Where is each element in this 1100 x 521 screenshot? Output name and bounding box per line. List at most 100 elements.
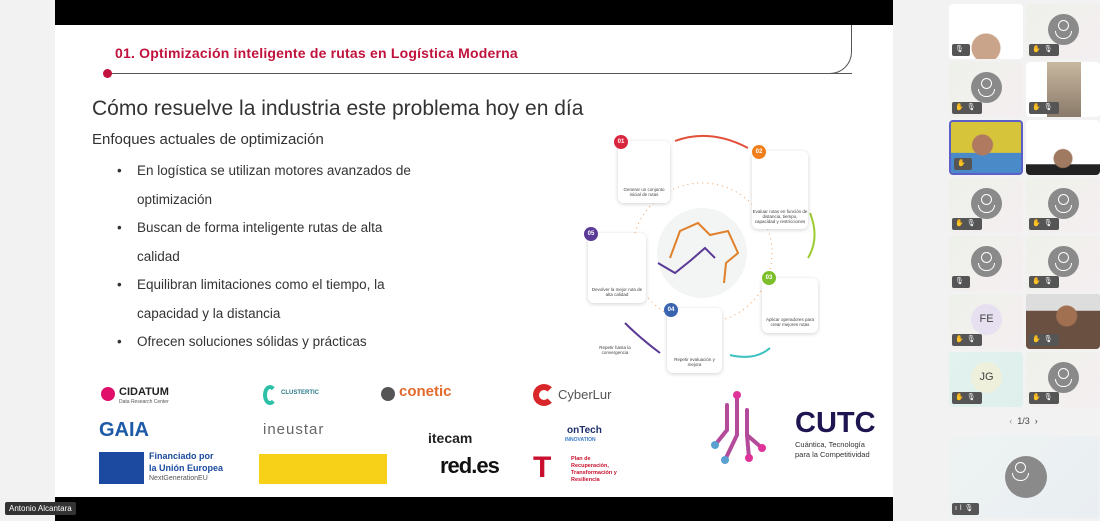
avatar-icon bbox=[1048, 362, 1079, 393]
header-curve bbox=[825, 25, 852, 74]
participant-tile[interactable]: ✋🎙 bbox=[1026, 352, 1100, 407]
bullet-list: En logística se utilizan motores avanzad… bbox=[117, 157, 427, 357]
participant-tile[interactable]: JG✋🎙 bbox=[949, 352, 1023, 407]
mic-off-icon: ✋🎙 bbox=[952, 218, 982, 230]
step-badge: 01 bbox=[614, 135, 628, 149]
step-label: Evaluar rutas en función de distancia, t… bbox=[752, 209, 808, 224]
step-label: Repetir evaluación y mejora bbox=[674, 357, 715, 367]
clustertic-logo: CLUSTERTIC bbox=[281, 390, 319, 396]
diagram-arrows bbox=[624, 134, 816, 358]
prtr-logo: Plan de Recuperación, Transformación y R… bbox=[571, 456, 617, 483]
initials-avatar: FE bbox=[971, 304, 1002, 335]
bullet: Buscan de forma inteligente rutas de alt… bbox=[117, 214, 427, 271]
step-card-1: Generar un conjunto inicial de rutas bbox=[618, 141, 670, 203]
participant-tile[interactable] bbox=[1026, 120, 1100, 175]
participants-panel: 🎙 ✋🎙 ✋🎙 ✋🎙 ✋ ✋🎙 ✋🎙 🎙 ✋🎙 FE✋🎙 ✋🎙 JG✋🎙 ✋🎙 … bbox=[947, 0, 1100, 521]
avatar-icon bbox=[1005, 456, 1047, 498]
mic-off-icon: 🎙 bbox=[952, 276, 970, 288]
gaia-logo: GAIA bbox=[99, 419, 149, 441]
eu-text-2: la Unión Europea bbox=[149, 463, 224, 473]
bullet: Equilibran limitaciones como el tiempo, … bbox=[117, 271, 427, 328]
avatar-icon bbox=[971, 72, 1002, 103]
participant-tile[interactable]: ✋🎙 bbox=[1026, 4, 1100, 59]
mic-off-icon: ✋🎙 bbox=[952, 392, 982, 404]
header-line bbox=[107, 73, 852, 74]
ineustar-logo: ineustar bbox=[263, 421, 325, 438]
mic-off-icon: ✋🎙 bbox=[952, 334, 982, 346]
step-card-3: Aplicar operadores para crear mejores ru… bbox=[762, 278, 818, 333]
shared-screen: 01. Optimización inteligente de rutas en… bbox=[55, 0, 893, 521]
cyberlur-logo-mark bbox=[533, 384, 555, 406]
mic-off-icon: 🎙 bbox=[952, 44, 970, 56]
mic-off-icon: ✋🎙 bbox=[1029, 392, 1059, 404]
cutc-logo: CUTC bbox=[795, 407, 876, 439]
step-card-5: Devolver la mejor ruta de alta calidad bbox=[588, 233, 646, 303]
conetic-logo-mark bbox=[381, 387, 395, 401]
prtr-logo-mark: T bbox=[533, 451, 552, 484]
avatar-icon bbox=[971, 188, 1002, 219]
gobierno-espana-logo bbox=[259, 454, 387, 484]
participant-tile[interactable]: ✋🎙 bbox=[1026, 236, 1100, 291]
self-view-tile[interactable]: ıl🎙 bbox=[949, 436, 1099, 518]
cidatum-logo: CIDATUM bbox=[119, 386, 169, 398]
loop-label: Repetir hasta la convergencia bbox=[599, 345, 631, 355]
step-label: Generar un conjunto inicial de rutas bbox=[623, 187, 665, 197]
prev-page-button[interactable]: ‹ bbox=[1009, 416, 1013, 426]
page-indicator: 1/3 bbox=[1017, 416, 1030, 426]
participant-tile[interactable]: ✋🎙 bbox=[949, 178, 1023, 233]
next-page-button[interactable]: › bbox=[1034, 416, 1038, 426]
pagination: ‹ 1/3 › bbox=[947, 416, 1100, 426]
cyberlur-logo: CyberLur bbox=[558, 387, 612, 402]
avatar-icon bbox=[1048, 246, 1079, 277]
participant-tile[interactable]: 🎙 bbox=[949, 4, 1023, 59]
bullet: En logística se utilizan motores avanzad… bbox=[117, 157, 427, 214]
participant-video bbox=[1026, 120, 1100, 175]
mic-off-icon: ✋🎙 bbox=[1029, 102, 1059, 114]
presenter-name-tag: Antonio Alcantara bbox=[5, 502, 76, 515]
step-badge: 02 bbox=[752, 145, 766, 159]
conetic-logo: conetic bbox=[399, 383, 452, 400]
step-card-2: Evaluar rutas en función de distancia, t… bbox=[752, 151, 808, 229]
avatar-icon bbox=[1048, 14, 1079, 45]
step-label: Aplicar operadores para crear mejores ru… bbox=[765, 317, 815, 327]
ontech-logo: onTech bbox=[567, 425, 602, 436]
ontech-sub: INNOVATION bbox=[565, 437, 596, 443]
participant-tile[interactable]: ✋🎙 bbox=[949, 62, 1023, 117]
step-badge: 03 bbox=[762, 271, 776, 285]
participant-tile[interactable]: ✋🎙 bbox=[1026, 62, 1100, 117]
slide-heading: Cómo resuelve la industria este problema… bbox=[92, 97, 584, 120]
bullet: Ofrecen soluciones sólidas y prácticas bbox=[117, 328, 427, 357]
mic-off-icon: ✋🎙 bbox=[1029, 334, 1059, 346]
initials-avatar: JG bbox=[971, 362, 1002, 393]
redes-logo: red.es bbox=[440, 453, 500, 478]
step-card-4: Repetir evaluación y mejora bbox=[667, 308, 722, 373]
participant-tile[interactable]: ✋🎙 bbox=[1026, 178, 1100, 233]
avatar-icon bbox=[1048, 188, 1079, 219]
slide-title: 01. Optimización inteligente de rutas en… bbox=[115, 45, 518, 61]
itecam-logo: itecam bbox=[428, 430, 473, 446]
clustertic-logo-mark bbox=[263, 385, 277, 405]
participant-tile[interactable]: 🎙 bbox=[949, 236, 1023, 291]
mic-off-icon: ✋🎙 bbox=[1029, 218, 1059, 230]
step-label: Devolver la mejor ruta de alta calidad bbox=[591, 287, 643, 297]
participant-tile-active-speaker[interactable]: ✋ bbox=[949, 120, 1023, 175]
participant-tile[interactable]: FE✋🎙 bbox=[949, 294, 1023, 349]
cidatum-logo-mark bbox=[101, 387, 115, 401]
mic-off-icon: ✋🎙 bbox=[1029, 44, 1059, 56]
eu-text-3: NextGenerationEU bbox=[149, 475, 208, 482]
header-dot bbox=[103, 69, 112, 78]
slide: 01. Optimización inteligente de rutas en… bbox=[55, 25, 893, 497]
mic-off-icon: ✋🎙 bbox=[952, 102, 982, 114]
cidatum-sub: Data Research Center bbox=[119, 399, 169, 405]
cutc-logo-mark bbox=[711, 391, 766, 464]
sponsor-logos: CIDATUM Data Research Center CLUSTERTIC … bbox=[95, 377, 635, 492]
step-badge: 04 bbox=[664, 303, 678, 317]
hand-icon: ✋ bbox=[954, 158, 972, 170]
slide-subheading: Enfoques actuales de optimización bbox=[92, 131, 324, 148]
participant-tile[interactable]: ✋🎙 bbox=[1026, 294, 1100, 349]
eu-flag bbox=[99, 452, 144, 484]
mic-off-icon: ✋🎙 bbox=[1029, 276, 1059, 288]
avatar-icon bbox=[971, 246, 1002, 277]
process-diagram: Generar un conjunto inicial de rutas 01 … bbox=[570, 123, 835, 385]
